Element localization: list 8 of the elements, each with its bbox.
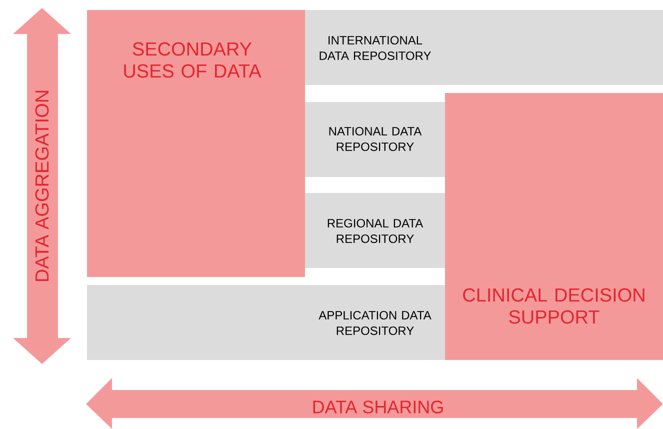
repository-band: NATIONAL DATA REPOSITORY xyxy=(305,102,445,177)
axis-label: DATA AGGREGATION xyxy=(35,90,49,282)
repository-band: INTERNATIONAL DATA REPOSITORY xyxy=(305,10,663,85)
repository-band: APPLICATION DATA REPOSITORY xyxy=(87,285,445,360)
category-box: CLINICAL DECISION SUPPORT xyxy=(445,93,663,360)
axis-label: DATA SHARING xyxy=(313,400,443,414)
category-box: SECONDARY USES OF DATA xyxy=(87,10,305,277)
repository-band: REGIONAL DATA REPOSITORY xyxy=(305,193,445,268)
